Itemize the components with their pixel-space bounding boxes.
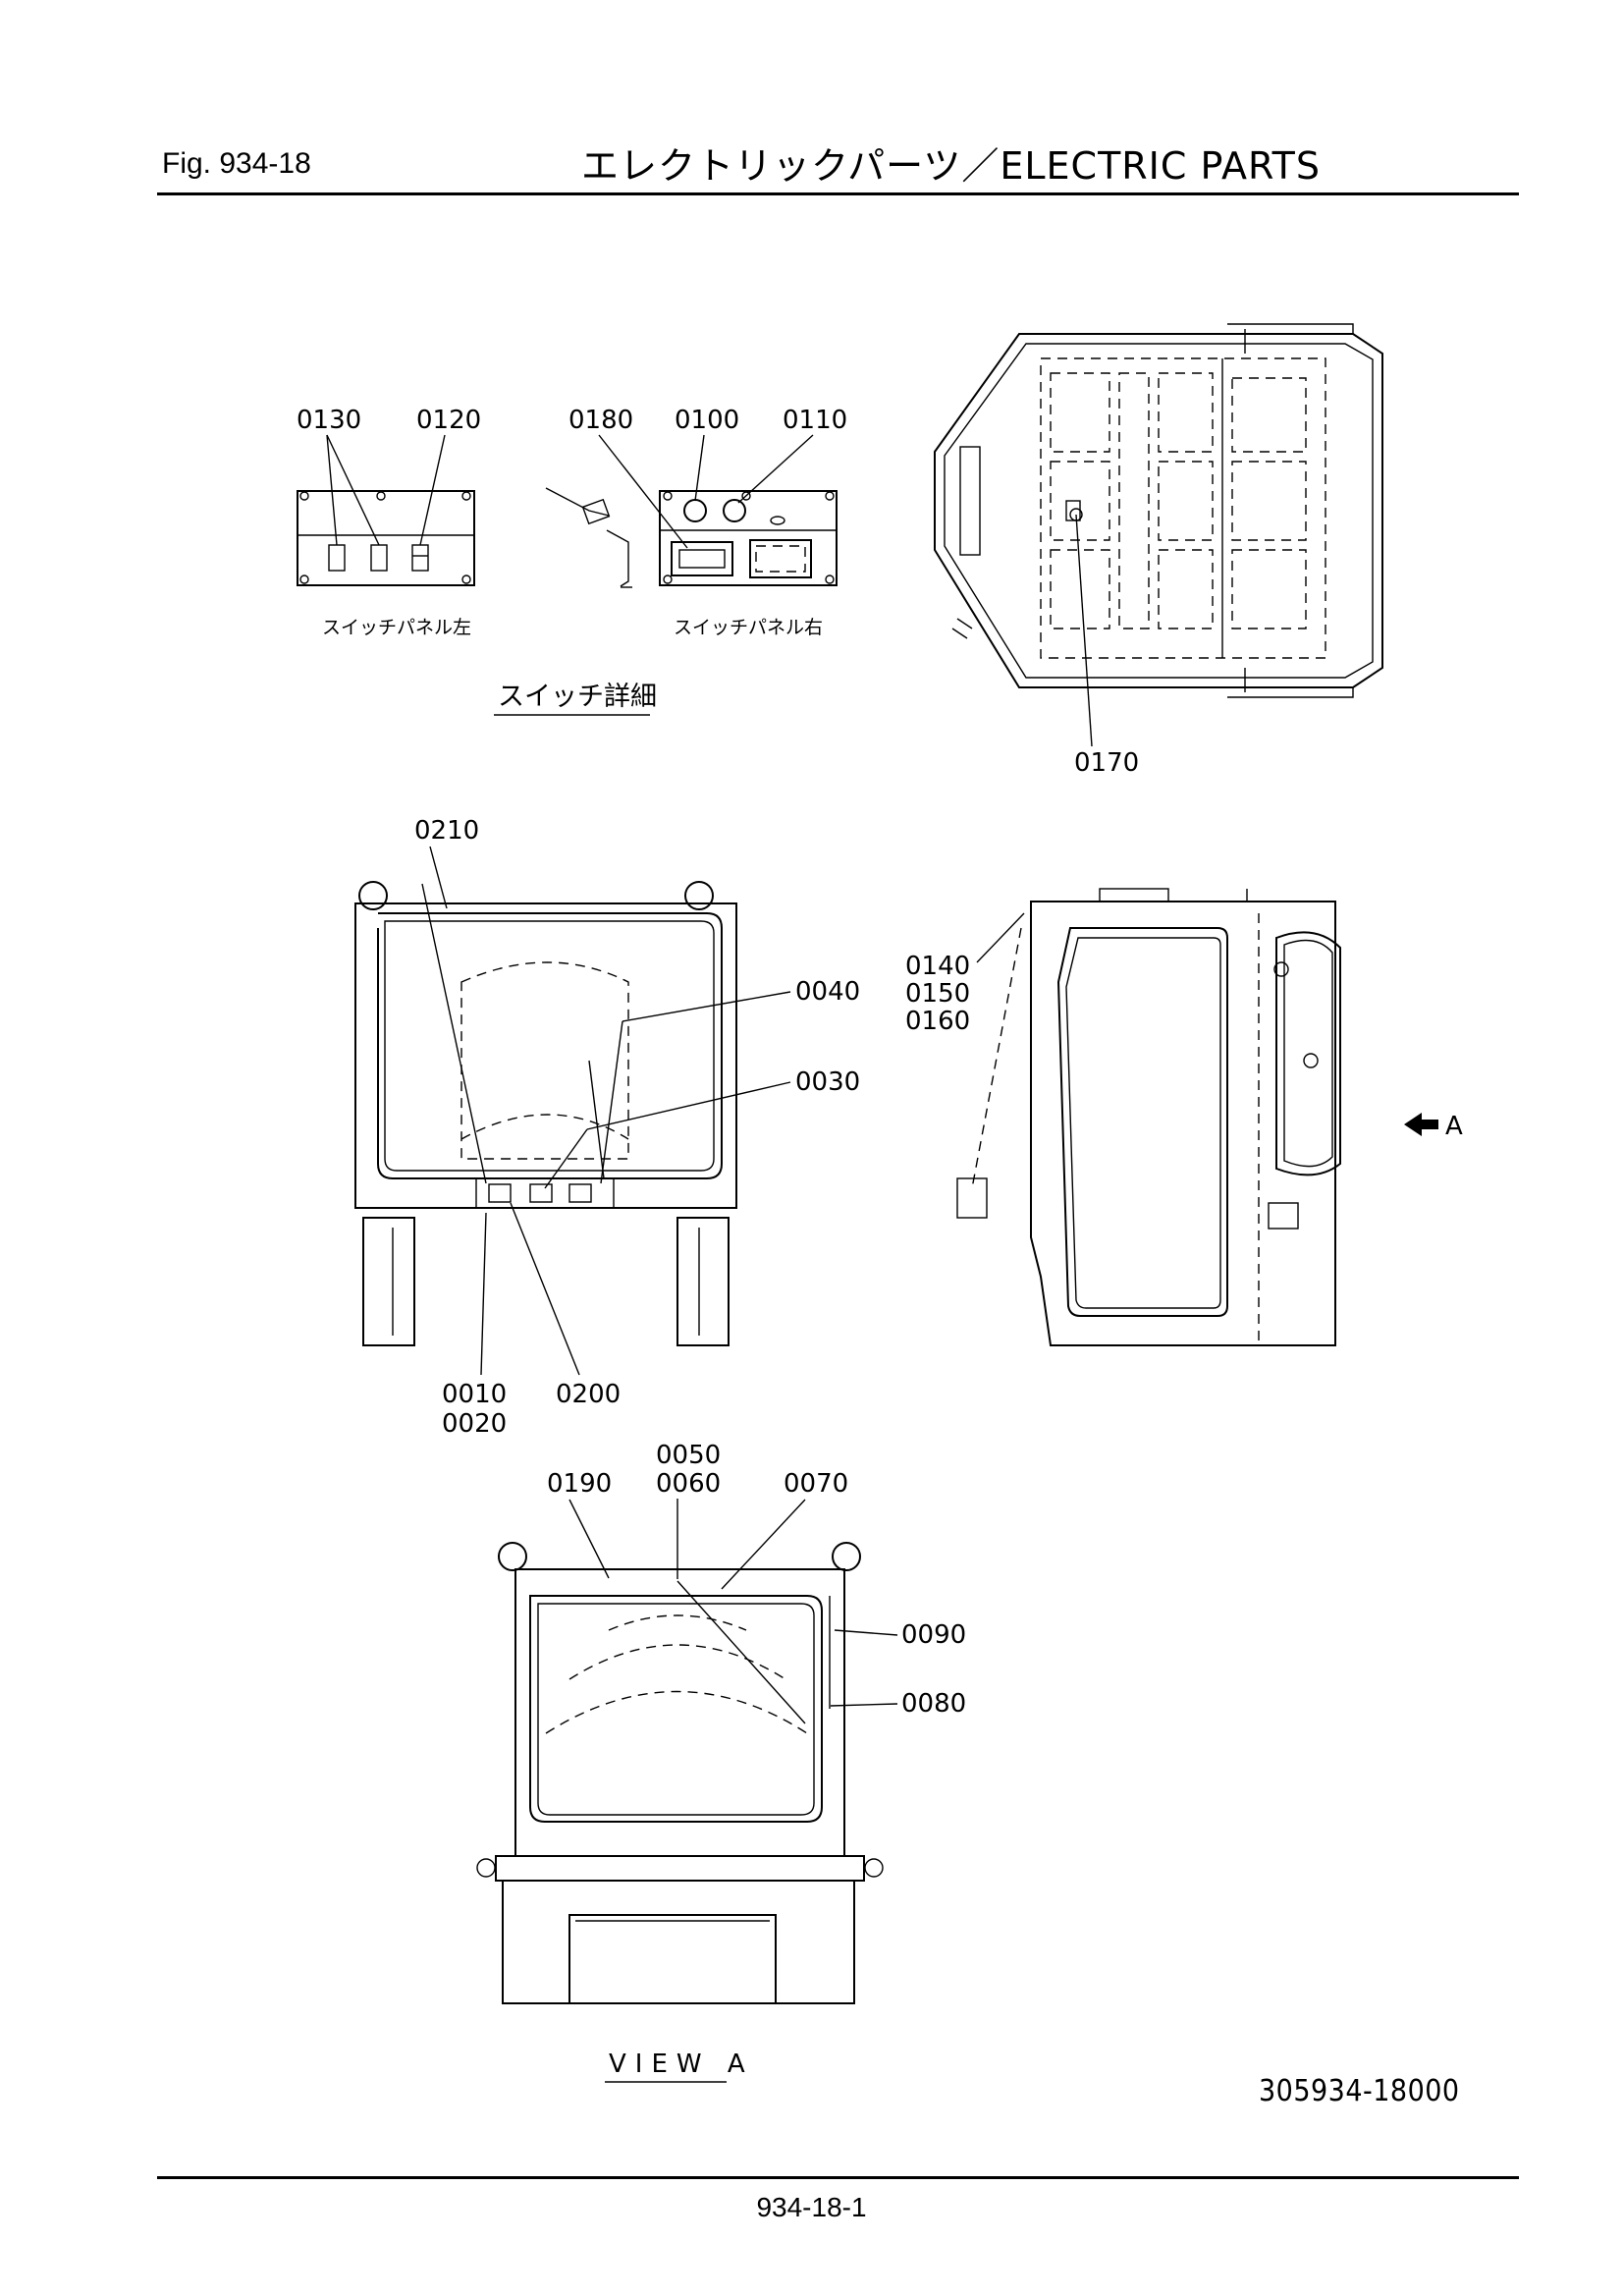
drawing-number: 305934-18000: [1259, 2074, 1460, 2108]
header-rule: [157, 192, 1519, 195]
callout-0100: 0100: [675, 406, 739, 435]
callout-0040: 0040: [795, 977, 860, 1007]
callout-0080: 0080: [901, 1689, 966, 1719]
cab-side-view: [956, 888, 1341, 1346]
view-a-arrow: [1404, 1113, 1438, 1136]
callout-0120: 0120: [416, 406, 481, 435]
view-a-label: VIEW A: [609, 2050, 754, 2079]
callout-0210: 0210: [414, 816, 479, 846]
callout-0150: 0150: [905, 979, 970, 1009]
footer-rule: [157, 2176, 1519, 2179]
switch-panel-left-label: スイッチパネル左: [322, 617, 471, 638]
callout-0180: 0180: [568, 406, 633, 435]
callout-0140: 0140: [905, 952, 970, 981]
callout-0090: 0090: [901, 1620, 966, 1650]
switch-panel-right-label: スイッチパネル右: [674, 617, 823, 638]
callout-0060: 0060: [656, 1469, 721, 1499]
callout-0160: 0160: [905, 1007, 970, 1036]
cab-view-a: [476, 1542, 884, 2004]
callout-0010: 0010: [442, 1380, 507, 1409]
cab-top-view: [934, 323, 1383, 698]
page-title: エレクトリックパーツ／ELECTRIC PARTS: [581, 144, 1321, 188]
switch-panel-left: [297, 490, 475, 586]
callout-0020: 0020: [442, 1409, 507, 1439]
callout-0130: 0130: [297, 406, 361, 435]
switch-detail-title: スイッチ詳細: [498, 682, 657, 712]
cab-front-view: [354, 881, 737, 1346]
page-number: 934-18-1: [756, 2192, 867, 2222]
switch-panel-right: [545, 487, 838, 588]
figure-number: Fig. 934-18: [162, 147, 311, 180]
callout-0030: 0030: [795, 1067, 860, 1097]
callout-0190: 0190: [547, 1469, 612, 1499]
view-a-arrow-label: A: [1445, 1112, 1463, 1141]
callout-0070: 0070: [784, 1469, 848, 1499]
callout-0170: 0170: [1074, 748, 1139, 778]
callout-0110: 0110: [783, 406, 847, 435]
callout-0050: 0050: [656, 1441, 721, 1470]
callout-0200: 0200: [556, 1380, 621, 1409]
